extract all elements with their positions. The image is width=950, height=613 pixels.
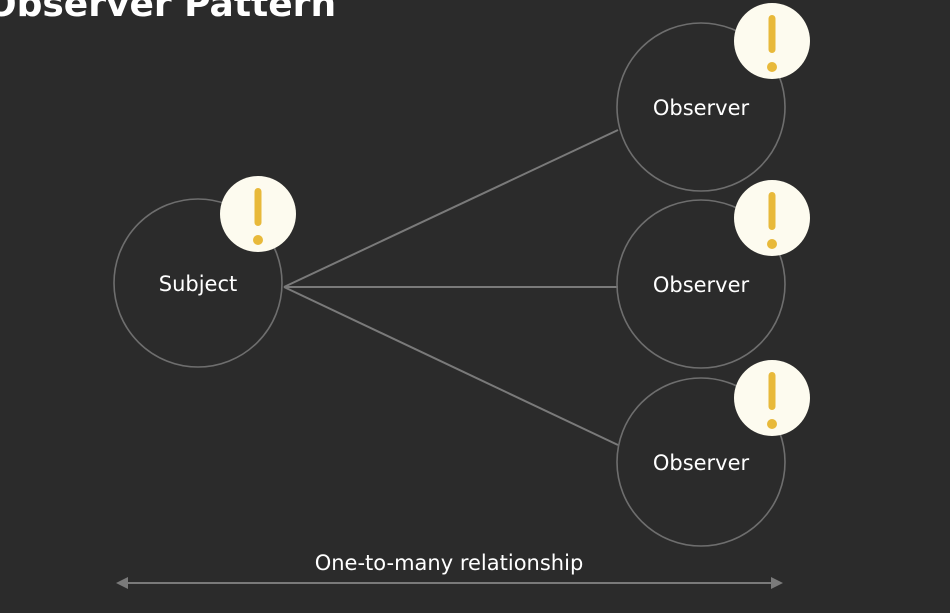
subject-label: Subject [159, 272, 238, 296]
observer-label-2: Observer [653, 273, 750, 297]
observer-label-1: Observer [653, 96, 750, 120]
observer-node-1: Observer [616, 3, 810, 192]
observer-circle-1 [616, 22, 786, 192]
observer-circle-3 [616, 377, 786, 547]
observer-node-3: Observer [616, 360, 810, 547]
observer-node-2: Observer [616, 180, 810, 369]
subject-node: Subject [113, 176, 296, 368]
arrow-left-icon [116, 577, 128, 589]
page-title: Observer Pattern [0, 0, 336, 25]
arrow-right-icon [771, 577, 783, 589]
exclamation-icon [734, 3, 810, 79]
subject-circle [113, 198, 283, 368]
connector-line-1 [283, 129, 619, 288]
exclamation-icon [734, 360, 810, 436]
observer-label-3: Observer [653, 451, 750, 475]
exclamation-icon [220, 176, 296, 252]
exclamation-icon [734, 180, 810, 256]
relationship-label: One-to-many relationship [315, 551, 584, 575]
connector-line-3 [283, 286, 619, 446]
relationship-bracket [116, 577, 783, 589]
observer-circle-2 [616, 199, 786, 369]
